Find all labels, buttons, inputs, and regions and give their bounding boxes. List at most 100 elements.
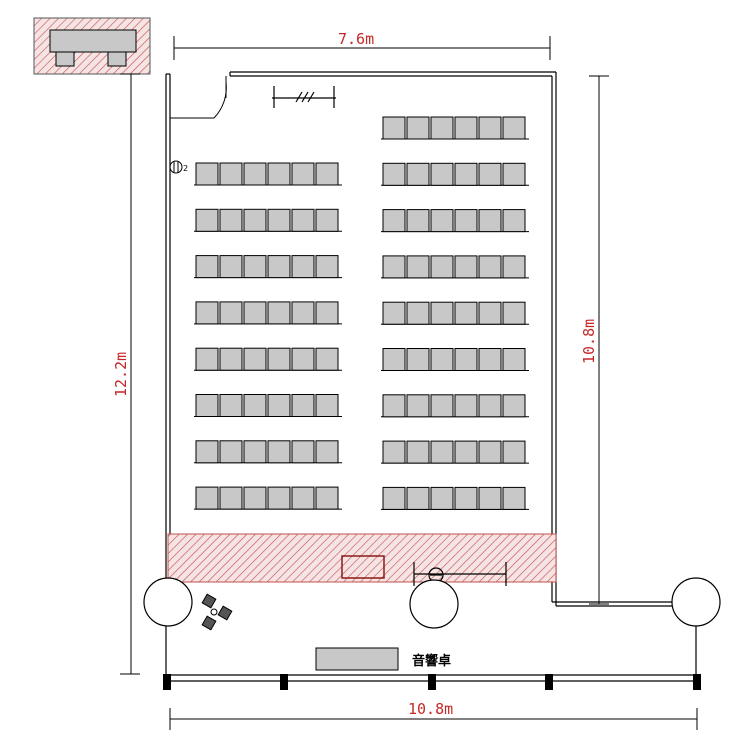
seat	[454, 209, 478, 233]
seat	[243, 301, 267, 325]
seat	[430, 440, 454, 464]
seat	[195, 394, 219, 417]
seat	[382, 440, 406, 464]
top-fixture	[272, 86, 336, 108]
seat	[195, 486, 219, 510]
seat	[406, 348, 430, 371]
seat	[382, 301, 406, 325]
seat	[454, 394, 478, 418]
seat	[219, 486, 243, 510]
seat	[502, 486, 526, 510]
seat	[219, 301, 243, 325]
seat-row	[194, 162, 342, 186]
seat	[454, 486, 478, 510]
seat	[406, 394, 430, 418]
seat	[478, 116, 502, 140]
seat	[430, 348, 454, 371]
seat	[243, 486, 267, 510]
seat	[406, 301, 430, 325]
seat	[267, 394, 291, 417]
seat	[406, 440, 430, 464]
seat	[315, 347, 339, 371]
seat	[195, 301, 219, 325]
seat	[430, 116, 454, 140]
tripod-icon	[201, 593, 233, 631]
seat	[502, 394, 526, 418]
seat	[478, 255, 502, 279]
seat-row	[381, 394, 529, 418]
seat	[478, 162, 502, 186]
seat	[382, 255, 406, 279]
columns	[143, 577, 721, 629]
seat	[454, 440, 478, 464]
seat	[315, 486, 339, 510]
seat-row	[381, 301, 529, 325]
seat	[291, 440, 315, 464]
seat	[502, 116, 526, 140]
seat-row	[194, 347, 342, 371]
seat	[406, 162, 430, 186]
seat-row	[194, 208, 342, 232]
seat	[315, 394, 339, 417]
seat	[502, 348, 526, 371]
seat	[315, 301, 339, 325]
seat	[315, 162, 339, 186]
seat	[502, 255, 526, 279]
seat-row	[381, 255, 529, 279]
dimension-lines	[120, 36, 698, 730]
seat	[195, 440, 219, 464]
seat	[219, 394, 243, 417]
seat	[382, 486, 406, 510]
seat	[478, 440, 502, 464]
seat	[454, 348, 478, 371]
seat	[478, 301, 502, 325]
seat	[478, 348, 502, 371]
seat	[291, 486, 315, 510]
seat	[430, 255, 454, 279]
wall-posts	[163, 674, 701, 690]
seat	[243, 162, 267, 186]
seat	[315, 208, 339, 232]
seat	[382, 348, 406, 371]
seat	[406, 486, 430, 510]
podium	[341, 555, 385, 579]
seat-row	[381, 116, 529, 140]
dimension-left: 12.2m	[112, 352, 130, 397]
seat	[243, 394, 267, 417]
seat	[478, 486, 502, 510]
seat	[430, 486, 454, 510]
seat	[195, 162, 219, 186]
seat	[430, 162, 454, 186]
seat	[502, 209, 526, 233]
stage-fixture	[413, 562, 507, 586]
seat	[382, 116, 406, 140]
room-walls	[165, 71, 698, 682]
audio-desk-label: 音響卓	[412, 653, 451, 669]
seat	[454, 301, 478, 325]
seat-row	[194, 394, 342, 417]
seat-row	[381, 209, 529, 233]
seat	[243, 440, 267, 464]
seat	[291, 301, 315, 325]
seat	[195, 255, 219, 279]
seat	[243, 255, 267, 279]
seat-row	[381, 162, 529, 186]
seat	[195, 347, 219, 371]
seat	[382, 209, 406, 233]
seat	[454, 162, 478, 186]
fixture-marker: 2	[169, 160, 188, 174]
seat	[243, 208, 267, 232]
seat	[219, 162, 243, 186]
seat	[219, 208, 243, 232]
seat	[267, 255, 291, 279]
seat	[219, 440, 243, 464]
seat	[430, 301, 454, 325]
entrance-door	[170, 76, 227, 119]
seat-row	[194, 486, 342, 510]
seat	[382, 162, 406, 186]
fixture-number: 2	[183, 164, 188, 173]
seat-row	[381, 440, 529, 464]
seat	[502, 301, 526, 325]
seat	[478, 394, 502, 418]
